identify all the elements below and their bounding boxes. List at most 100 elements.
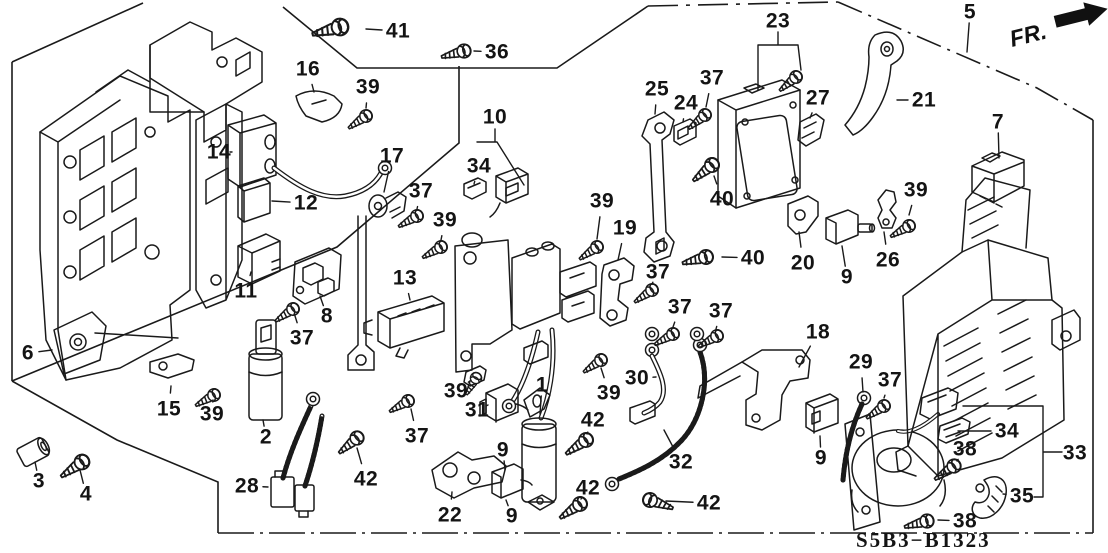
- callout-34: 34: [994, 419, 1020, 443]
- callout-39: 39: [596, 381, 622, 405]
- callout-leader-lines: [34, 22, 1007, 522]
- callout-21: 21: [911, 88, 937, 112]
- part-1-fuse-art: [521, 387, 557, 511]
- diagram-code: S5B3−B1323: [856, 528, 991, 552]
- leader-line-2: [262, 419, 265, 427]
- callout-9: 9: [505, 504, 519, 528]
- callout-4: 4: [79, 482, 93, 506]
- fr-direction-marker: FR.: [1007, 2, 1108, 52]
- leader-line-3: [34, 461, 38, 471]
- callout-37: 37: [667, 295, 693, 319]
- leader-line-39: [596, 216, 601, 240]
- callout-6: 6: [21, 341, 35, 365]
- callout-15: 15: [156, 397, 182, 421]
- leader-line-37: [715, 325, 718, 330]
- part-11-art: [237, 233, 281, 285]
- callout-16: 16: [295, 57, 321, 81]
- leader-line-6: [38, 349, 53, 353]
- callout-9: 9: [814, 446, 828, 470]
- leader-line-39: [600, 367, 605, 379]
- leader-line-8: [319, 295, 325, 307]
- leader-line-37: [416, 205, 419, 210]
- part-24-clip-art: [673, 118, 697, 146]
- callout-12: 12: [293, 191, 319, 215]
- callout-3: 3: [32, 469, 46, 493]
- leader-line-19: [617, 242, 623, 261]
- callout-37: 37: [289, 326, 315, 350]
- leader-line-12: [271, 200, 291, 203]
- callout-37: 37: [877, 368, 903, 392]
- leader-line-18: [798, 345, 812, 368]
- leader-line-24: [682, 118, 685, 123]
- leader-line-15: [169, 385, 172, 394]
- leader-line-42: [356, 447, 363, 465]
- callout-25: 25: [644, 77, 670, 101]
- callout-33: 33: [1062, 441, 1088, 465]
- part-6-bracket-art: [39, 21, 263, 381]
- leader-line-9: [841, 245, 846, 267]
- leader-line-37: [294, 315, 298, 324]
- leader-line-42: [665, 500, 694, 503]
- leader-line-1: [539, 395, 542, 415]
- part-9-connector-center-art: [491, 463, 533, 499]
- leader-line-41: [365, 28, 383, 31]
- part-9-connector-right-art: [805, 393, 839, 434]
- leader-line-22: [450, 491, 453, 500]
- leader-line-9: [503, 460, 506, 471]
- part-5-cover-art: [895, 177, 1081, 477]
- callout-13: 13: [392, 266, 418, 290]
- part-15-art: [149, 353, 195, 379]
- leader-line-37: [672, 321, 676, 328]
- leader-line-39: [440, 234, 443, 241]
- callout-28: 28: [234, 474, 260, 498]
- part-35-clamp-art: [971, 476, 1007, 519]
- part-3-art: [16, 436, 51, 468]
- callout-22: 22: [437, 503, 463, 527]
- leader-line-39: [467, 380, 471, 383]
- fr-direction-arrow-icon: [1053, 2, 1108, 28]
- callout-39: 39: [432, 208, 458, 232]
- part-16-art: [295, 90, 343, 123]
- callout-19: 19: [612, 216, 638, 240]
- ring-terminal-art: [644, 326, 660, 342]
- leader-line-13: [407, 292, 411, 301]
- part-8-art: [292, 247, 342, 305]
- callout-38: 38: [952, 509, 978, 533]
- part-17-art: [347, 191, 407, 371]
- callout-37: 37: [404, 424, 430, 448]
- callout-14: 14: [206, 140, 232, 164]
- callout-27: 27: [805, 86, 831, 110]
- ring-terminal-art: [689, 326, 705, 342]
- callout-11: 11: [234, 279, 258, 303]
- part-31-art: [463, 365, 529, 423]
- part-12-art: [237, 177, 271, 223]
- callout-7: 7: [991, 110, 1005, 134]
- leader-line-16: [311, 83, 315, 93]
- callout-37: 37: [645, 260, 671, 284]
- leader-line-37: [651, 281, 654, 285]
- leader-line-31: [485, 404, 489, 407]
- part-32-wire-art: [604, 337, 708, 492]
- callout-29: 29: [848, 350, 874, 374]
- part-9-switch-topright-art: [825, 209, 876, 245]
- leader-line-9: [819, 435, 822, 448]
- callout-20: 20: [790, 251, 816, 275]
- leader-line-37: [410, 408, 415, 422]
- callout-38: 38: [952, 437, 978, 461]
- part-33-sensor-art: [844, 387, 959, 531]
- part-2-fuse-art: [248, 319, 283, 421]
- callout-9: 9: [496, 438, 510, 462]
- callout-1: 1: [535, 373, 549, 397]
- part-13-art: [363, 295, 445, 359]
- callout-39: 39: [355, 75, 381, 99]
- leader-line-29: [861, 377, 864, 393]
- fr-label: FR.: [1007, 18, 1049, 52]
- part-18-busbar-art: [697, 349, 811, 431]
- leader-line-5: [966, 22, 970, 53]
- part-10-art: [489, 167, 529, 218]
- callout-18: 18: [805, 320, 831, 344]
- callout-24: 24: [673, 91, 699, 115]
- leader-line-34: [473, 180, 476, 185]
- callout-17: 17: [379, 144, 405, 168]
